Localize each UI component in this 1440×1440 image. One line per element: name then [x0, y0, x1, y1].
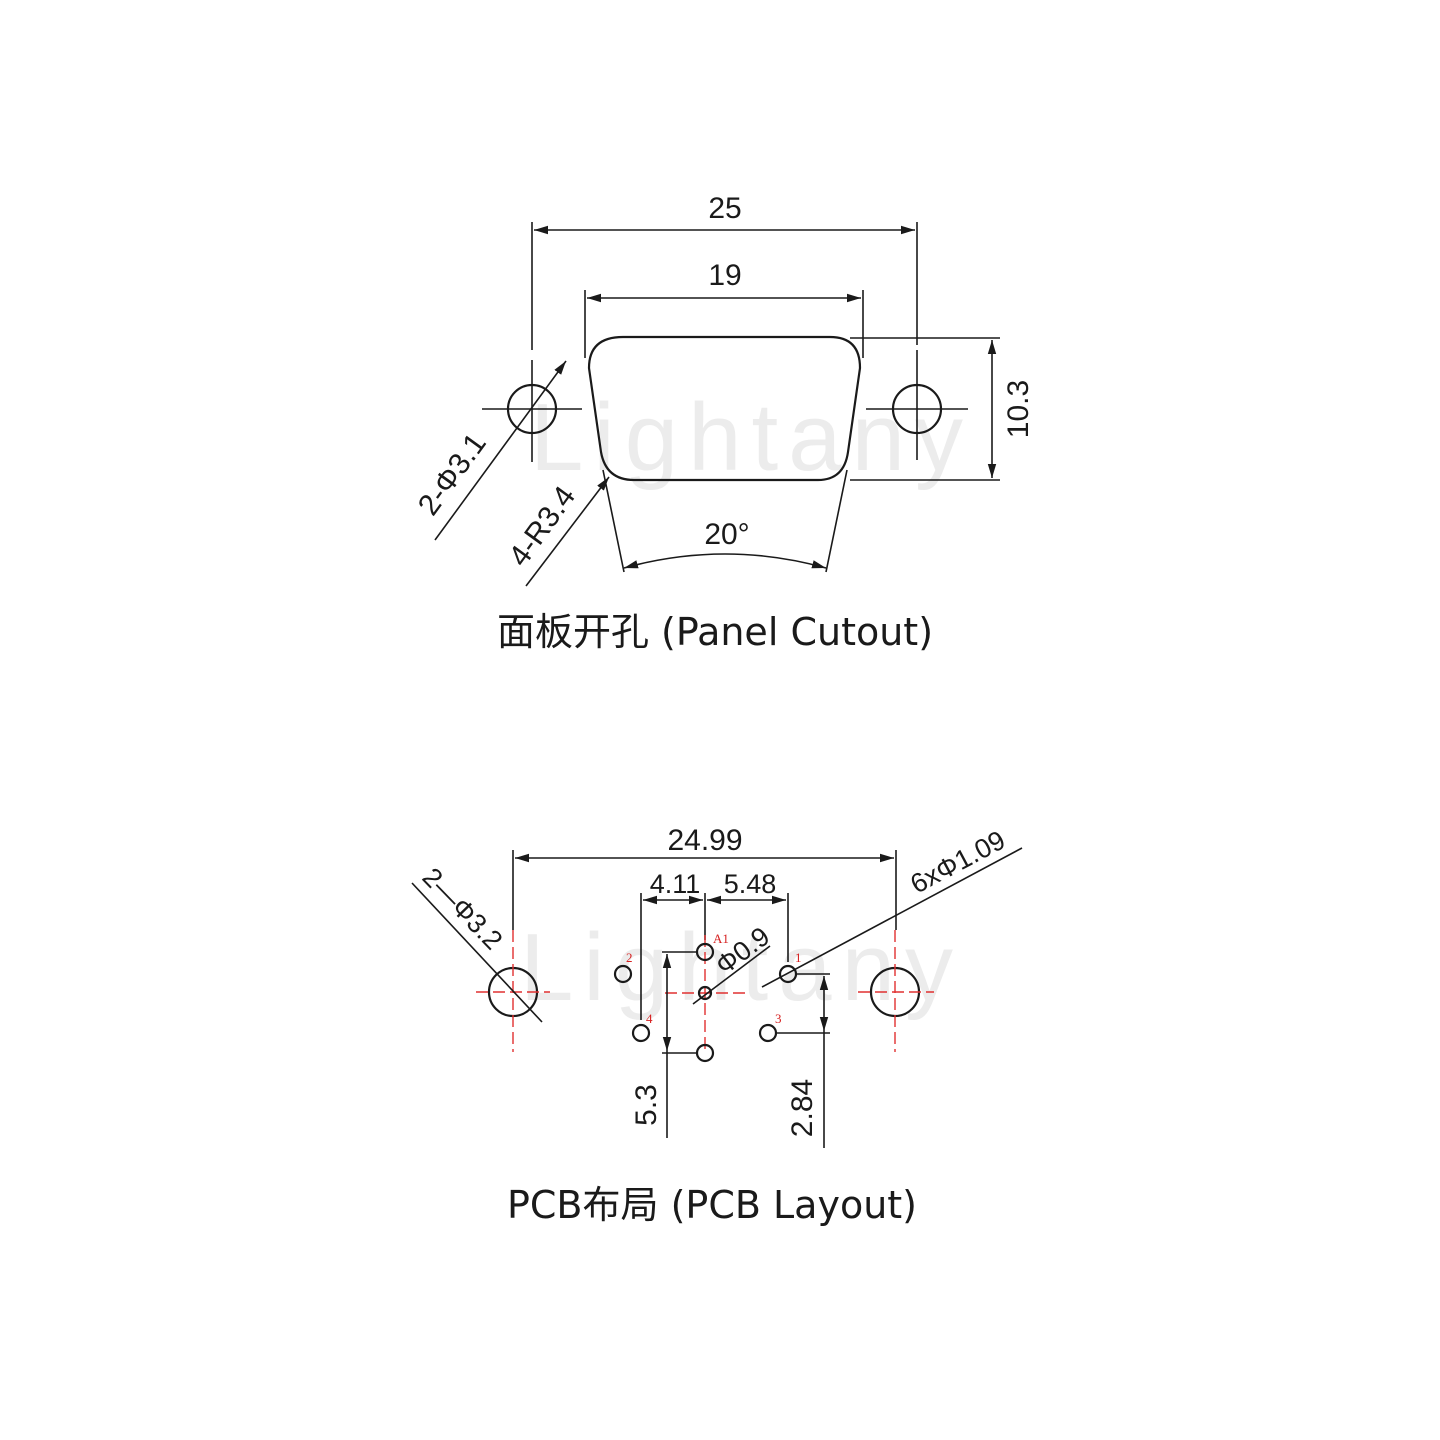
pin-4 [631, 1023, 651, 1043]
dim-label-4-11: 4.11 [650, 869, 701, 899]
angle-ext-left [602, 469, 625, 573]
pin-center [697, 985, 713, 1001]
leader-pcb-mount-hole [411, 882, 543, 1023]
pin-label-a1: A1 [713, 931, 729, 946]
pin-3 [758, 1023, 778, 1043]
leader-corner-radius [525, 476, 610, 587]
dim-label-pcb-mount-hole: 2—Φ3.2 [417, 862, 509, 956]
leader-center-hole [692, 945, 771, 1005]
panel-cutout-caption: 面板开孔 (Panel Cutout) [497, 610, 933, 654]
dim-label-corner-radius: 4-R3.4 [503, 480, 583, 572]
dim-label-angle: 20° [704, 518, 749, 551]
pin-label-3: 3 [775, 1011, 782, 1026]
dim-label-2-84: 2.84 [786, 1079, 819, 1137]
angle-arc [623, 553, 827, 569]
dim-label-25: 25 [708, 192, 741, 225]
dim-label-5-48: 5.48 [724, 869, 777, 899]
pcb-layout-caption: PCB布局 (PCB Layout) [507, 1183, 917, 1227]
watermark-bottom: Lightany [520, 914, 963, 1021]
dim-label-5-3: 5.3 [630, 1084, 663, 1126]
pin-label-1: 1 [795, 950, 802, 965]
angle-ext-right [825, 469, 848, 573]
pcb-layout-drawing: 24.99 4.11 5.48 2—Φ3.2 A1 1 2 3 [411, 824, 1023, 1227]
pin-2 [613, 964, 633, 984]
pin-label-2: 2 [626, 950, 633, 965]
leader-mount-hole [434, 360, 567, 541]
dim-label-24-99: 24.99 [667, 824, 742, 857]
dim-label-10-3: 10.3 [1002, 380, 1035, 438]
pin-label-4: 4 [646, 1011, 653, 1026]
watermark-top: Lightany [530, 384, 973, 491]
dim-label-mount-hole: 2-Φ3.1 [412, 427, 493, 521]
leader-pin-hole [761, 847, 1023, 988]
d-sub-opening [587, 335, 862, 482]
dim-label-19: 19 [708, 259, 741, 292]
